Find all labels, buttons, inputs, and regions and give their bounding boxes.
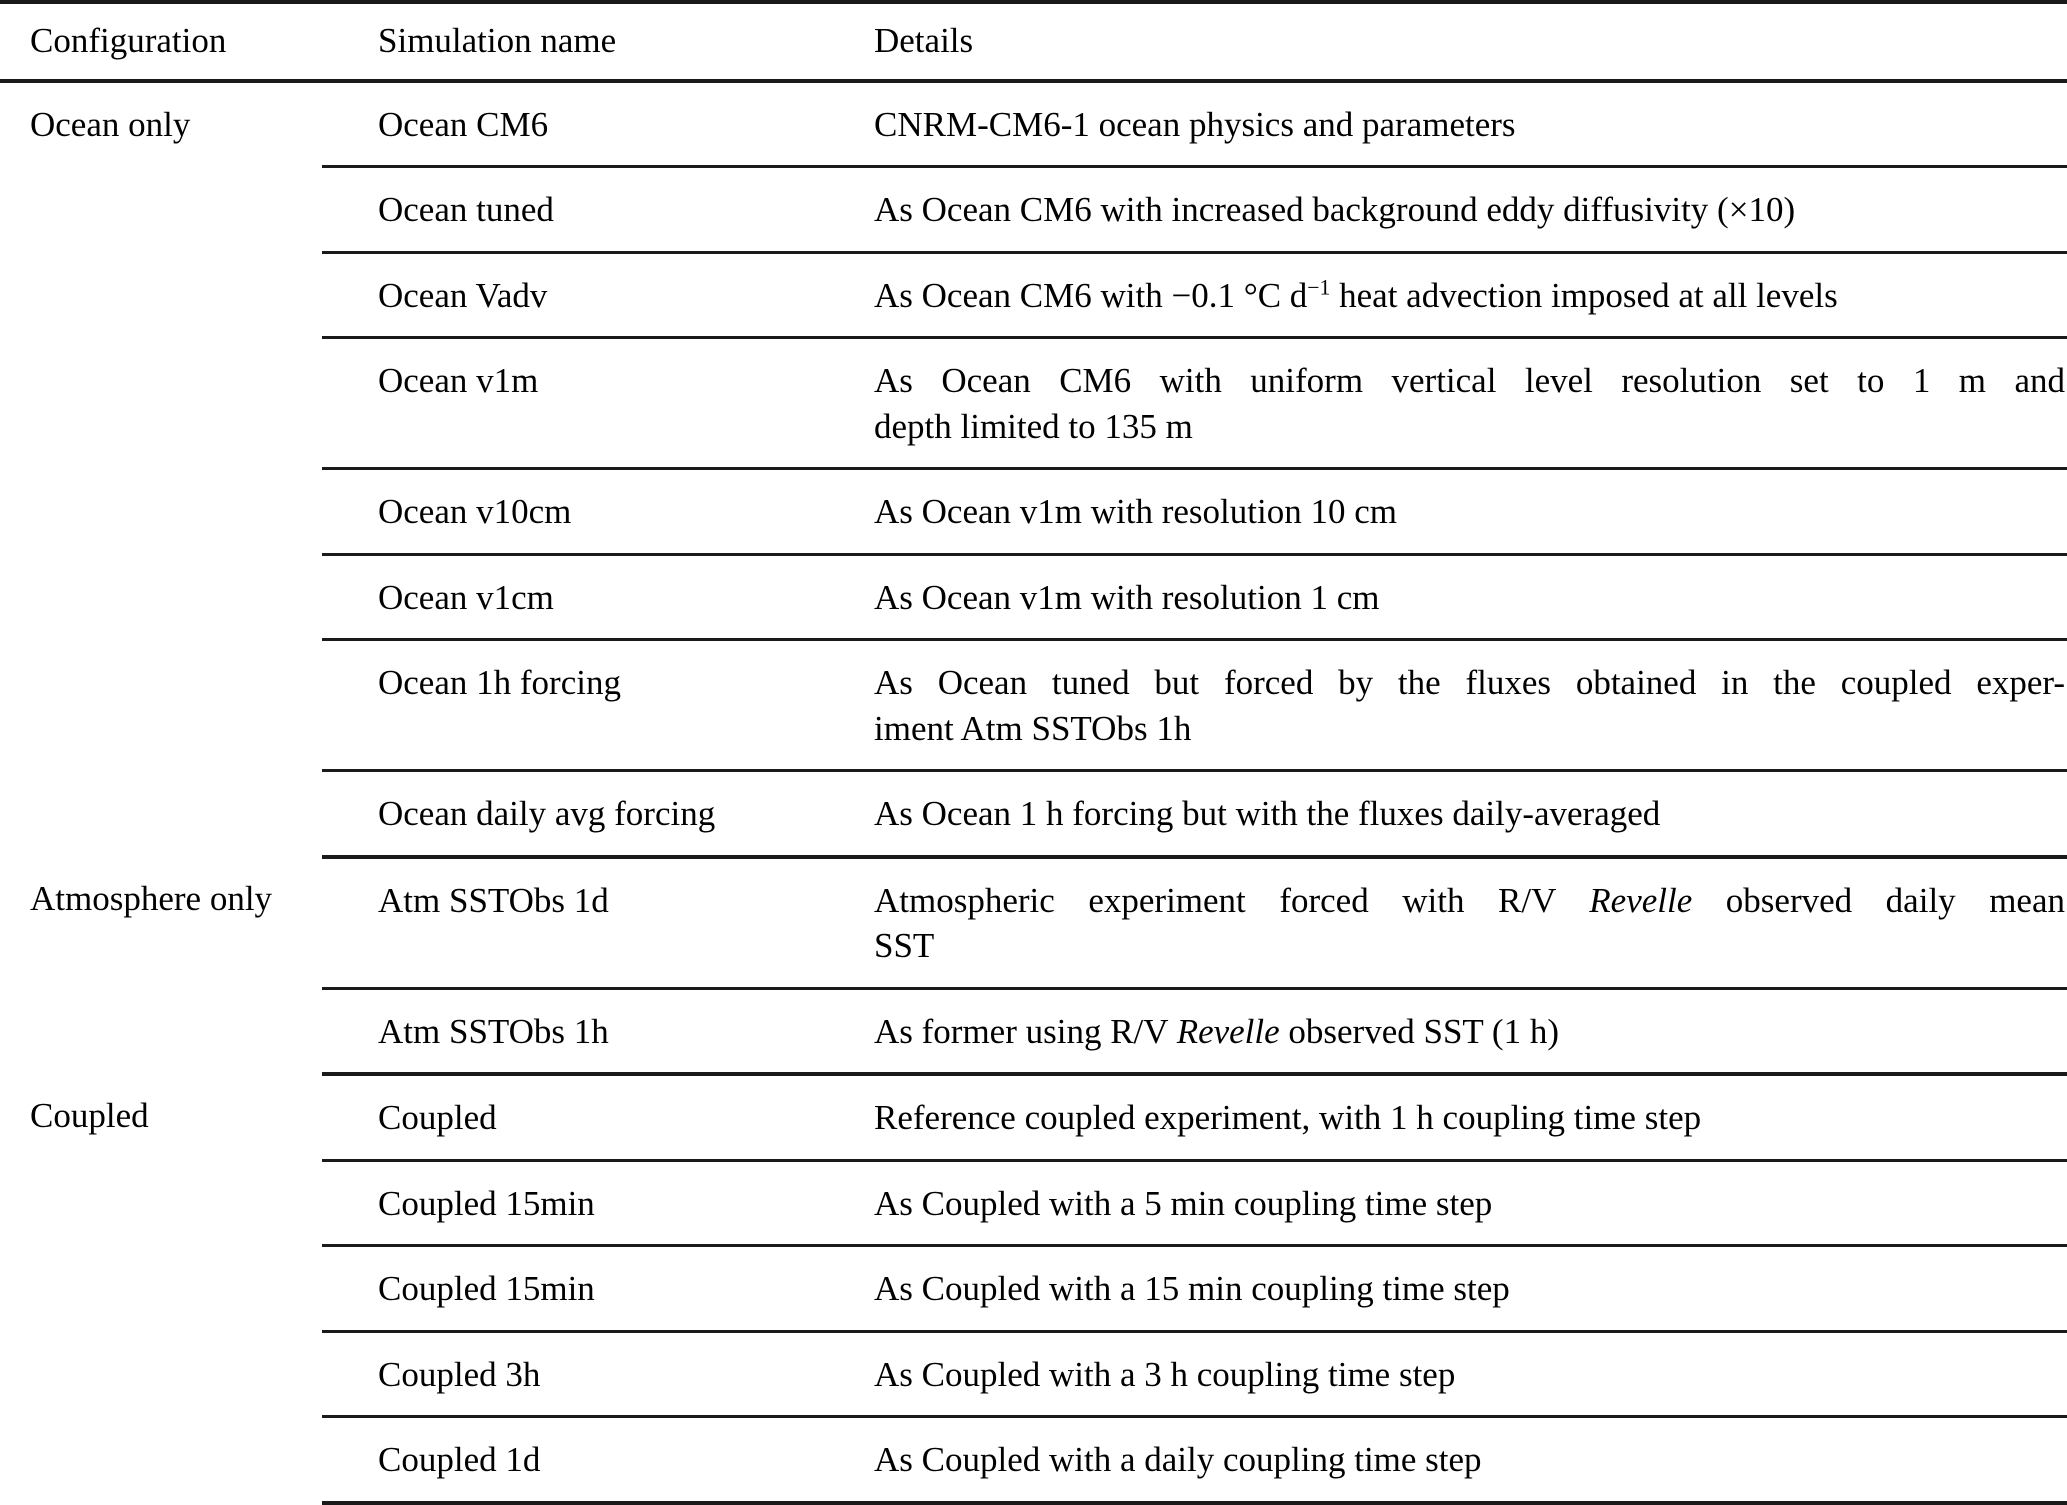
details-exponent: −1 (1307, 274, 1331, 299)
ship-name-italic: Revelle (1589, 880, 1693, 920)
details-cell: As Ocean v1m with resolution 1 cm (848, 554, 2067, 641)
simulation-name-cell: Coupled 15min (322, 1245, 848, 1333)
simulation-name-cell: Ocean daily avg forcing (322, 770, 848, 859)
header-simulation-name: Simulation name (378, 21, 617, 60)
header-configuration: Configuration (30, 21, 227, 60)
details-cell: As Ocean v1m with resolution 10 cm (848, 468, 2067, 556)
details-text-pre: Atmospheric experiment forced with R/V (874, 880, 1590, 920)
details-cell: As Coupled with a daily coupling time st… (848, 1416, 2067, 1505)
details-cell: As Coupled with a 15 min coupling time s… (848, 1245, 2067, 1333)
simulation-name-cell: Ocean tuned (322, 166, 848, 254)
details-cell: As Ocean 1 h forcing but with the fluxes… (848, 770, 2067, 859)
table-row: Coupled Coupled Reference coupled experi… (0, 1074, 2067, 1162)
details-cell: CNRM-CM6-1 ocean physics and parameters (848, 80, 2067, 168)
details-text-post: observed daily mean (1692, 880, 2066, 920)
table-row: Coupled 15min As Coupled with a 15 min c… (0, 1245, 2067, 1333)
details-text-post: observed SST (1 h) (1279, 1011, 1559, 1051)
group-label-coupled: Coupled (30, 1096, 149, 1135)
details-cell: As former using R/V Revelle observed SST… (848, 988, 2067, 1076)
header-details: Details (874, 21, 974, 60)
table-row: Ocean tuned As Ocean CM6 with increased … (0, 166, 2067, 254)
table-row: Ocean daily avg forcing As Ocean 1 h for… (0, 770, 2067, 859)
group-label-atmosphere-only: Atmosphere only (30, 878, 273, 918)
table-row: Ocean v1cm As Ocean v1m with resolution … (0, 554, 2067, 641)
table-row: Coupled 15min As Coupled with a 5 min co… (0, 1160, 2067, 1247)
details-line-2: iment Atm SSTObs 1h (874, 708, 1192, 748)
simulation-name-cell: Ocean v1cm (322, 554, 848, 641)
details-line-1: As Ocean tuned but forced by the fluxes … (874, 663, 2065, 702)
table-row: Ocean v10cm As Ocean v1m with resolution… (0, 468, 2067, 556)
table-row: Coupled 3h As Coupled with a 3 h couplin… (0, 1331, 2067, 1418)
simulation-name-cell: Atm SSTObs 1d (322, 856, 848, 990)
details-line-1: As Ocean CM6 with uniform vertical level… (874, 361, 2065, 400)
table-body: Ocean only Ocean CM6 CNRM-CM6-1 ocean ph… (0, 80, 2067, 1505)
simulation-name-cell: Coupled 3h (322, 1331, 848, 1418)
simulation-name-cell: Ocean v1m (322, 337, 848, 470)
table-row: Ocean 1h forcing As Ocean tuned but forc… (0, 639, 2067, 772)
details-text-post: heat advection imposed at all levels (1330, 275, 1838, 315)
details-cell: Reference coupled experiment, with 1 h c… (848, 1074, 2067, 1162)
details-cell: Atmospheric experiment forced with R/V R… (848, 856, 2067, 990)
simulation-name-cell: Ocean Vadv (322, 252, 848, 339)
ship-name-italic: Revelle (1176, 1011, 1280, 1051)
table-row: Ocean v1m As Ocean CM6 with uniform vert… (0, 337, 2067, 470)
details-line-1: Atmospheric experiment forced with R/V R… (874, 878, 2065, 924)
simulation-name-cell: Ocean v10cm (322, 468, 848, 556)
details-line-2: SST (874, 926, 935, 965)
details-cell: As Ocean CM6 with increased background e… (848, 166, 2067, 254)
details-cell: As Coupled with a 3 h coupling time step (848, 1331, 2067, 1418)
details-cell: As Ocean CM6 with −0.1 °C d−1 heat advec… (848, 252, 2067, 339)
details-cell: As Ocean CM6 with uniform vertical level… (848, 337, 2067, 470)
details-text-pre: As Ocean CM6 with −0.1 °C d (874, 275, 1308, 315)
simulation-name-cell: Coupled 1d (322, 1416, 848, 1505)
table-header: Configuration Simulation name Details (0, 2, 2067, 81)
simulation-name-cell: Ocean CM6 (322, 80, 848, 168)
simulation-name-cell: Coupled 15min (322, 1160, 848, 1247)
table-row: Atmosphere only Atm SSTObs 1d Atmospheri… (0, 856, 2067, 990)
details-cell: As Ocean tuned but forced by the fluxes … (848, 639, 2067, 772)
simulation-name-cell: Ocean 1h forcing (322, 639, 848, 772)
table-row: Ocean only Ocean CM6 CNRM-CM6-1 ocean ph… (0, 80, 2067, 168)
table-row: Atm SSTObs 1h As former using R/V Revell… (0, 988, 2067, 1076)
table-row: Ocean Vadv As Ocean CM6 with −0.1 °C d−1… (0, 252, 2067, 339)
group-label-ocean-only: Ocean only (30, 104, 191, 144)
header-row: Configuration Simulation name Details (0, 2, 2067, 81)
details-cell: As Coupled with a 5 min coupling time st… (848, 1160, 2067, 1247)
details-text-pre: As former using R/V (874, 1011, 1177, 1051)
details-line-2: depth limited to 135 m (874, 406, 1193, 446)
simulation-name-cell: Coupled (322, 1074, 848, 1162)
simulation-name-cell: Atm SSTObs 1h (322, 988, 848, 1076)
